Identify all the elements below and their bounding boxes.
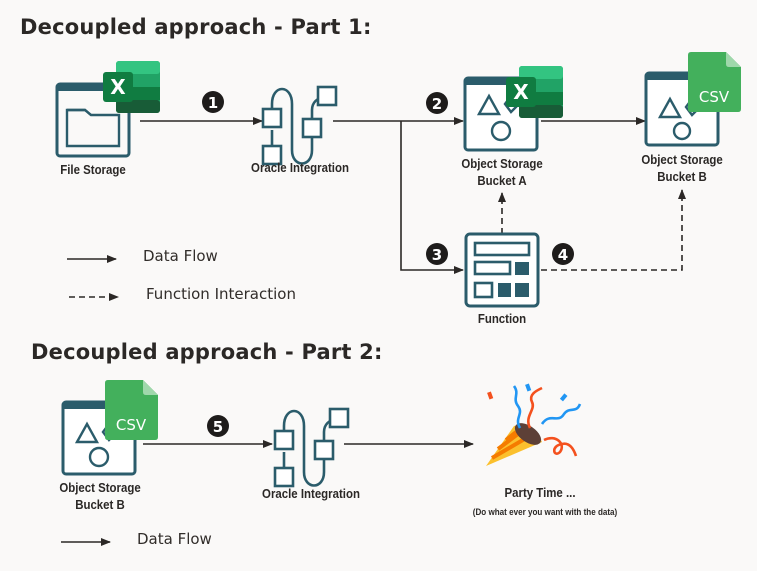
part1-title: Decoupled approach - Part 1: [20, 15, 372, 39]
party-popper-icon [486, 383, 582, 466]
excel-file-icon: X [506, 66, 563, 118]
svg-text:4: 4 [558, 246, 568, 264]
svg-text:3: 3 [432, 246, 442, 264]
part2-title: Decoupled approach - Part 2: [31, 340, 383, 364]
csv-file-icon [105, 380, 158, 440]
function-label: Function [477, 311, 527, 326]
party-time-label: Party Time ... [504, 485, 576, 500]
oracle-integration-label: Oracle Integration [251, 160, 349, 175]
csv-label: CSV [698, 88, 730, 106]
bucket-b-label-line1: Object Storage [59, 480, 141, 495]
step-2-badge: 2 [426, 92, 448, 114]
svg-text:2: 2 [432, 95, 442, 113]
bucket-b-label-line2: Bucket B [75, 497, 125, 512]
oracle-integration-icon[interactable] [261, 85, 338, 166]
bucket-a-label-line2: Bucket A [477, 173, 527, 188]
legend-function-interaction-label: Function Interaction [146, 285, 296, 303]
edge-to-function [400, 121, 464, 274]
file-storage-icon[interactable] [55, 82, 131, 158]
function-icon[interactable] [464, 232, 540, 308]
svg-text:X: X [110, 75, 126, 99]
oracle-integration-icon[interactable] [273, 407, 350, 488]
legend-data-flow-label: Data Flow [143, 247, 218, 265]
svg-text:5: 5 [213, 418, 223, 436]
step-3-badge: 3 [426, 243, 448, 265]
svg-text:X: X [513, 80, 529, 104]
bucket-b-label-line1: Object Storage [641, 152, 723, 167]
step-5-badge: 5 [207, 415, 229, 437]
step-1-badge: 1 [202, 91, 224, 113]
legend-data-flow-label: Data Flow [137, 530, 212, 548]
file-storage-label: File Storage [60, 162, 126, 177]
svg-text:1: 1 [208, 94, 218, 112]
party-time-subtitle: (Do what ever you want with the data) [472, 507, 618, 518]
step-4-badge: 4 [552, 243, 574, 265]
edge-function-to-bucket-b-dashed [541, 189, 686, 271]
oracle-integration-label: Oracle Integration [262, 486, 360, 501]
bucket-a-label-line1: Object Storage [461, 156, 543, 171]
csv-file-icon [688, 52, 741, 112]
csv-label: CSV [115, 416, 147, 434]
bucket-b-label-line2: Bucket B [657, 169, 707, 184]
excel-file-icon: X [103, 61, 160, 113]
